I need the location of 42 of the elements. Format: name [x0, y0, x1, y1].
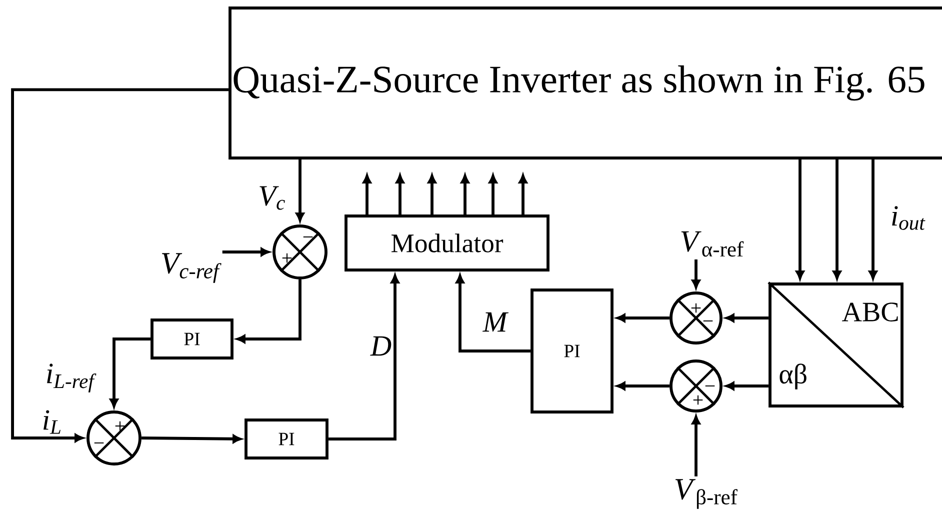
arrow [236, 279, 302, 344]
edge-label: i$_{L-ref}$ [47, 364, 96, 392]
signal-label: V$_{c-ref}$ [162, 253, 222, 283]
arrow [518, 174, 528, 215]
arrow [832, 270, 842, 280]
edge-label: V$_{c}$ [260, 186, 285, 210]
arrow [616, 314, 670, 322]
signal-label: V$_{β-ref}$ [676, 479, 738, 509]
arrow [460, 174, 470, 215]
arrow [796, 270, 804, 280]
arrow [11, 88, 229, 442]
edge-label: i$_{L}$ [44, 410, 60, 434]
pi-controller-box: PI [244, 418, 328, 460]
arrow [456, 274, 531, 352]
summing-junction: + − [670, 292, 722, 344]
edge-label: i$_{out}$ [892, 206, 926, 230]
arrow [362, 174, 372, 215]
arrow [141, 434, 242, 444]
arrow [616, 382, 670, 390]
arrow [396, 174, 404, 215]
arrow [488, 174, 498, 215]
modulator-box: Modulator [344, 214, 550, 272]
arrow [296, 159, 304, 222]
arrow [868, 270, 878, 280]
arrow [726, 382, 769, 390]
inverter-box: Quasi-Z-Source Inverter as shown in Fig. 65 [228, 6, 942, 160]
signal-label: V$_{α-ref}$ [681, 231, 744, 257]
edge-label: D [370, 336, 392, 356]
arrow [328, 274, 400, 440]
summing-junction: + − [86, 410, 142, 466]
arrow [222, 248, 270, 256]
pi-controller-box: PI [150, 318, 234, 360]
arrow [726, 314, 769, 322]
arrow [692, 259, 700, 289]
transform-box: ABC αβ [768, 282, 904, 408]
arrow [428, 174, 436, 215]
summing-junction: − + [670, 360, 722, 412]
pi-controller-box: PI [530, 288, 614, 414]
arrow [692, 416, 700, 476]
edge-label: M [482, 312, 509, 332]
summing-junction: − + [272, 224, 328, 280]
arrow [110, 338, 151, 408]
